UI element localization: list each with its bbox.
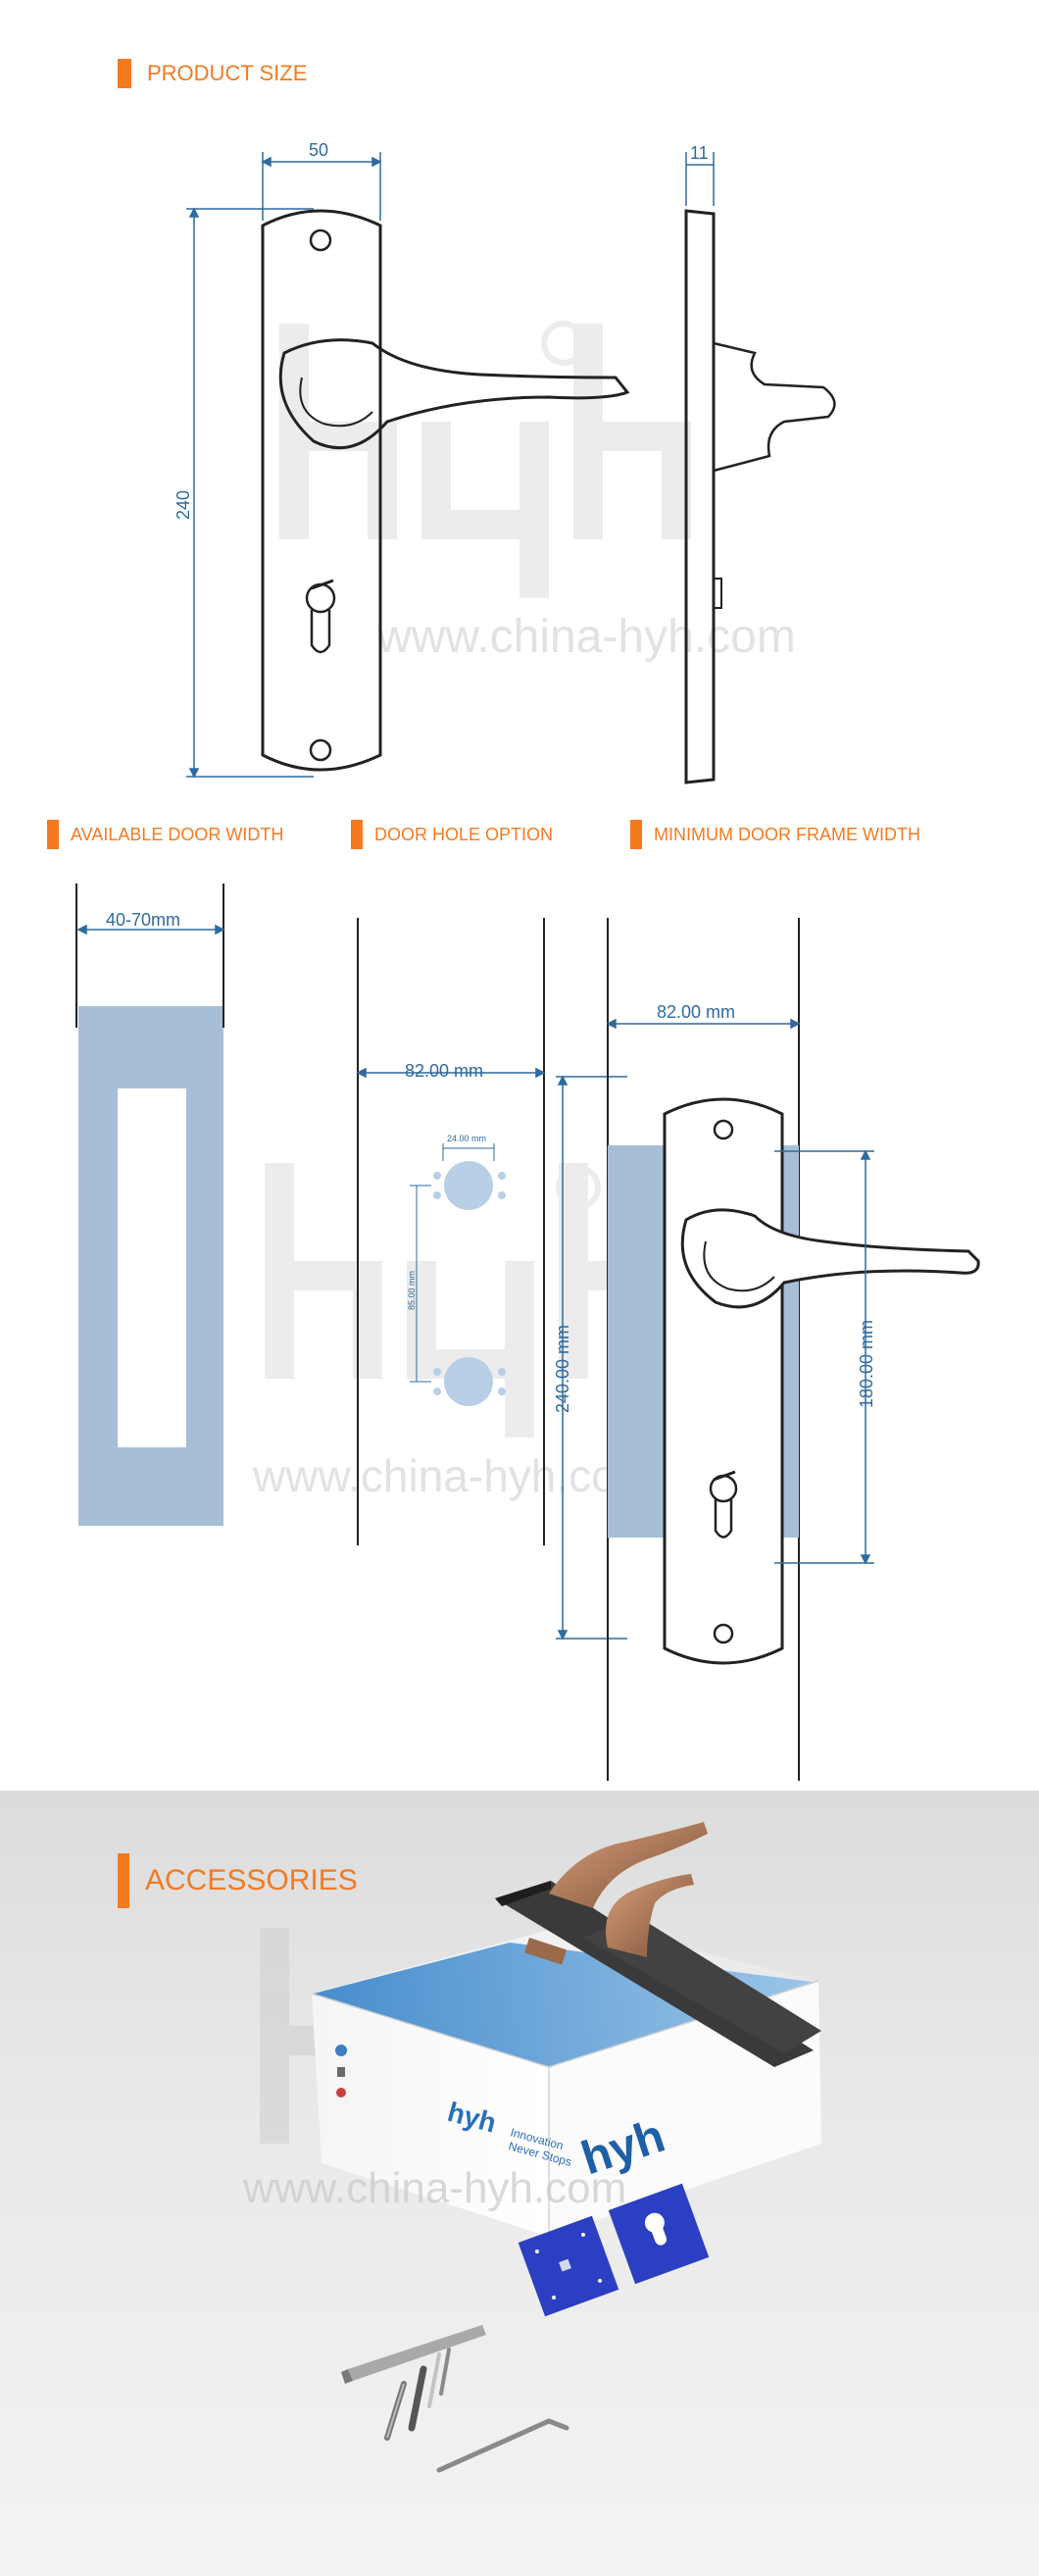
frame-cylinder-hole (709, 1470, 738, 1539)
box-front (312, 1994, 549, 2237)
product-size-drawing: www.china-hyh.com 50 240 11 (173, 140, 836, 784)
frame-lever-inner (703, 1240, 775, 1292)
door-width-dimension (75, 884, 224, 1028)
plate-height-dimension (556, 1075, 627, 1641)
plate-screw-top (309, 228, 332, 252)
spindle (524, 1937, 568, 1965)
door-width-value: 40-70mm (106, 910, 180, 930)
screw-1 (384, 2381, 407, 2441)
heading-marker (47, 820, 59, 849)
hole-spacing-value: 82.00 mm (405, 1061, 483, 1081)
available-door-width-title: AVAILABLE DOOR WIDTH (71, 824, 284, 844)
hex-key (436, 2418, 569, 2473)
frame-plate-screw-bottom (713, 1623, 734, 1644)
watermark-logo (279, 321, 691, 598)
screw-3 (427, 2352, 441, 2408)
depth-dimension (685, 152, 715, 206)
accessories-heading: ACCESSORIES (118, 1853, 358, 1908)
minimum-door-frame-width-heading: MINIMUM DOOR FRAME WIDTH (630, 820, 920, 849)
hole-bottom (433, 1357, 506, 1406)
hole-gap-value: 24.00 mm (447, 1134, 486, 1143)
minimum-door-frame-width-title: MINIMUM DOOR FRAME WIDTH (654, 824, 920, 844)
accessories-section: ACCESSORIES (0, 1791, 1039, 2576)
side-latch (713, 578, 722, 609)
lever-handle (278, 338, 630, 450)
frame-height-value: 180.00 mm (857, 1320, 876, 1408)
heading-marker (351, 820, 363, 849)
heading-marker (630, 820, 642, 849)
width-value: 50 (309, 140, 328, 160)
heading-marker (118, 1853, 129, 1908)
hole-distance-value: 85.00 mm (407, 1271, 417, 1310)
watermark-url-2: www.china-hyh.com (252, 1450, 654, 1501)
front-plate (261, 209, 382, 772)
box-front-icons (335, 2045, 347, 2097)
screw-2 (408, 2365, 427, 2432)
bronze-lever-2 (606, 1874, 694, 1957)
frame-width-dimension (606, 1018, 801, 1030)
height-value: 240 (173, 490, 193, 520)
accessories-title: ACCESSORIES (145, 1864, 358, 1896)
hole-distance-dimension (410, 1185, 431, 1383)
screw-4 (439, 2348, 451, 2396)
hole-top (433, 1161, 506, 1210)
frame-height-dimension (774, 1149, 874, 1565)
gasket-right (608, 2183, 710, 2285)
accessories-scene: hyh Innovation Never Stops hyh (242, 1822, 821, 2473)
plate-height-value: 240.00 mm (553, 1325, 572, 1413)
door-cutout (118, 1088, 186, 1447)
plate-screw-bottom (309, 738, 332, 762)
lever-handle-inner (299, 377, 373, 428)
product-size-heading: PRODUCT SIZE (118, 59, 307, 88)
frame-plate (663, 1097, 784, 1665)
width-dimension (261, 152, 382, 221)
watermark-url: www.china-hyh.com (376, 611, 796, 663)
side-plate (684, 209, 716, 784)
frame-lever-handle (680, 1208, 980, 1309)
door-specs-drawing: www.china-hyh.com 40-70mm 82.00 mm 24.00… (75, 884, 980, 1781)
depth-value: 11 (690, 143, 709, 163)
door-hole-option-title: DOOR HOLE OPTION (374, 824, 554, 844)
height-dimension (186, 207, 314, 779)
hole-gap-dimension (442, 1143, 495, 1161)
door-hole-option-heading: DOOR HOLE OPTION (351, 820, 553, 849)
door-width-arrow (76, 924, 225, 935)
frame-width-value: 82.00 mm (657, 1002, 735, 1022)
frame-plate-screw-top (713, 1119, 734, 1140)
available-door-width-heading: AVAILABLE DOOR WIDTH (47, 820, 283, 849)
side-knob (712, 341, 836, 473)
product-size-title: PRODUCT SIZE (147, 61, 308, 85)
watermark-url-3: www.china-hyh.com (242, 2164, 626, 2212)
hole-spacing-dimension (356, 1067, 546, 1079)
heading-marker (118, 59, 131, 88)
cylinder-hole (305, 579, 336, 654)
long-rod (341, 2325, 486, 2384)
door-hole-lines (357, 918, 545, 1545)
gasket-left (518, 2215, 619, 2317)
bronze-lever-1 (549, 1822, 708, 1908)
